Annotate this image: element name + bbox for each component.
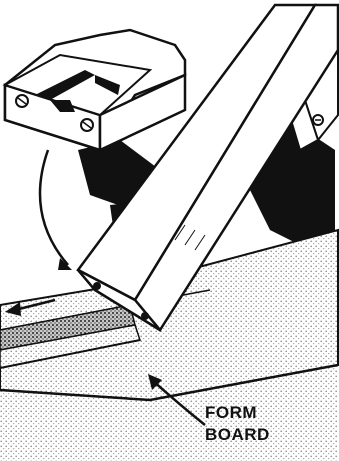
tool-block <box>5 30 185 150</box>
form-board-label-line1: FORM <box>205 404 325 421</box>
rotation-arrow <box>40 150 72 270</box>
form-board-label-line2: BOARD <box>205 426 325 443</box>
